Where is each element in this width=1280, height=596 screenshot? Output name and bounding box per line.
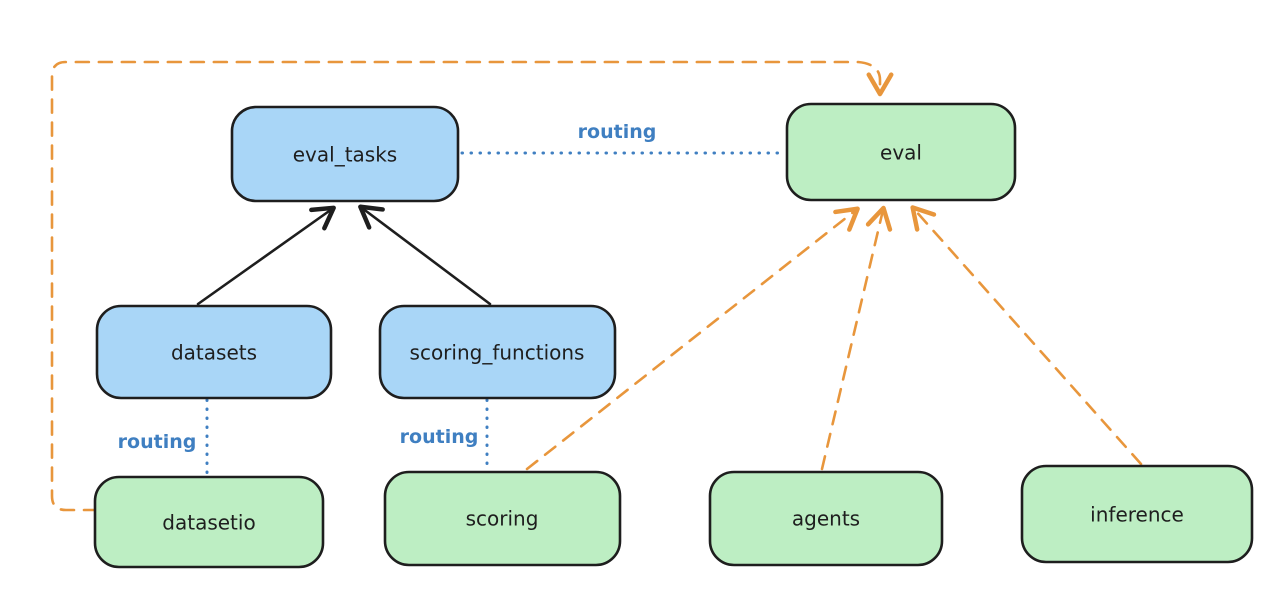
node-agents-label: agents: [792, 507, 860, 531]
node-datasetio-box: [93, 475, 325, 569]
node-datasets-label: datasets: [171, 341, 257, 365]
node-datasets-box: [95, 304, 333, 400]
node-agents-box: [708, 470, 944, 567]
edge-scoring-to-eval: [525, 206, 860, 471]
edges: [50, 60, 1143, 512]
node-eval-tasks-box: [230, 105, 460, 203]
node-eval-tasks: eval_tasks: [230, 105, 460, 203]
node-datasets: datasets: [95, 304, 333, 400]
edge-datasetio-to-eval: [50, 60, 894, 512]
node-scoring-functions-box: [378, 304, 617, 400]
routing-label-top: routing: [578, 121, 657, 143]
node-eval-tasks-label: eval_tasks: [293, 143, 397, 167]
node-datasetio-label: datasetio: [162, 511, 255, 535]
node-inference: inference: [1020, 464, 1254, 564]
node-agents: agents: [708, 470, 944, 567]
edge-scoring-functions-to-eval-tasks: [358, 204, 492, 306]
node-scoring-label: scoring: [466, 507, 539, 531]
node-eval-label: eval: [880, 141, 922, 165]
node-scoring-functions-label: scoring_functions: [410, 341, 585, 365]
node-scoring: scoring: [383, 470, 622, 567]
node-eval: eval: [785, 102, 1017, 202]
edge-datasets-to-eval-tasks: [196, 205, 336, 306]
routing-label-scoring: routing: [400, 426, 479, 448]
node-scoring-box: [383, 470, 622, 567]
node-datasetio: datasetio: [93, 475, 325, 569]
node-scoring-functions: scoring_functions: [378, 304, 617, 400]
node-inference-label: inference: [1090, 503, 1184, 527]
routing-label-datasets: routing: [118, 431, 197, 453]
edge-agents-to-eval: [820, 205, 893, 471]
edge-inference-to-eval: [910, 205, 1143, 466]
edge-labels: routing routing routing: [118, 121, 657, 453]
node-eval-box: [785, 102, 1017, 202]
node-inference-box: [1020, 464, 1254, 564]
nodes: eval_tasks eval datasets scoring_functio…: [93, 102, 1254, 569]
